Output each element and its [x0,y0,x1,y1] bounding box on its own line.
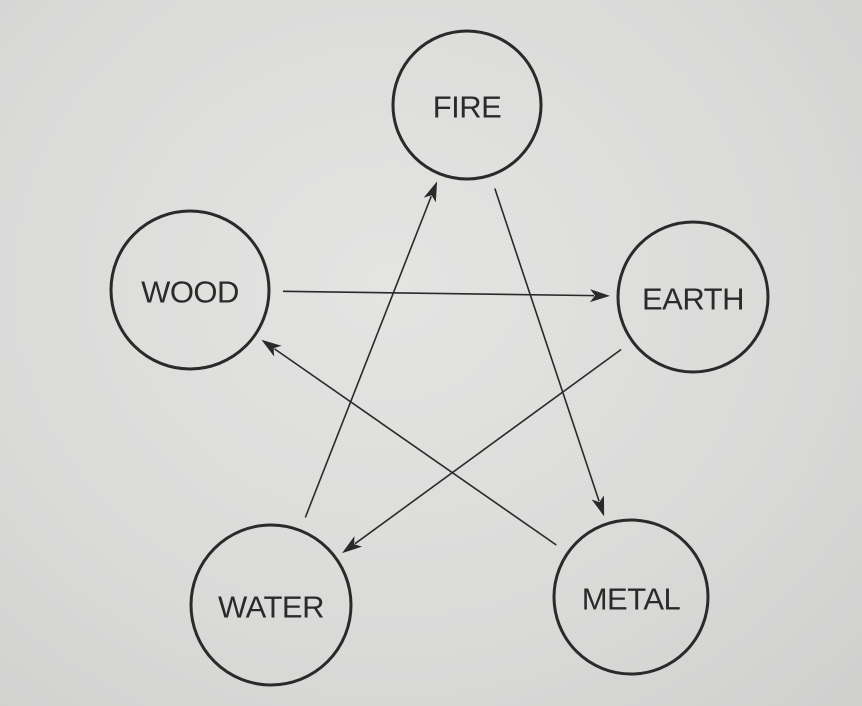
edge-wood-to-earth [282,289,611,303]
node-wood: WOOD [109,209,271,371]
node-water-label: WATER [218,590,324,625]
edge-fire-to-metal [494,188,605,517]
node-fire-circle [391,29,543,181]
node-earth-circle [616,220,770,374]
node-fire-label: FIRE [433,90,502,125]
node-water-circle [189,523,353,687]
node-metal: METAL [552,518,710,676]
edges-layer [261,181,622,554]
node-wood-label: WOOD [141,275,239,310]
node-earth: EARTH [616,220,770,374]
node-water: WATER [189,523,353,687]
arrowhead-icon [589,289,611,303]
arrowhead-icon [261,339,282,357]
edge-line [274,348,557,546]
node-metal-circle [552,518,710,676]
arrowhead-icon [423,181,438,203]
edge-line [304,195,432,518]
edge-earth-to-water [342,348,622,554]
node-earth-label: EARTH [642,282,744,317]
arrowhead-icon [342,536,363,554]
edge-water-to-fire [304,181,438,518]
node-metal-label: METAL [582,582,681,617]
edge-line [354,348,622,545]
edge-line [282,290,595,297]
node-fire: FIRE [391,29,543,181]
node-wood-circle [109,209,271,371]
nodes-layer: FIRE EARTH METAL WATER WOOD [109,29,770,687]
edge-metal-to-wood [261,339,557,546]
arrowhead-icon [591,495,605,517]
edge-line [494,188,600,502]
